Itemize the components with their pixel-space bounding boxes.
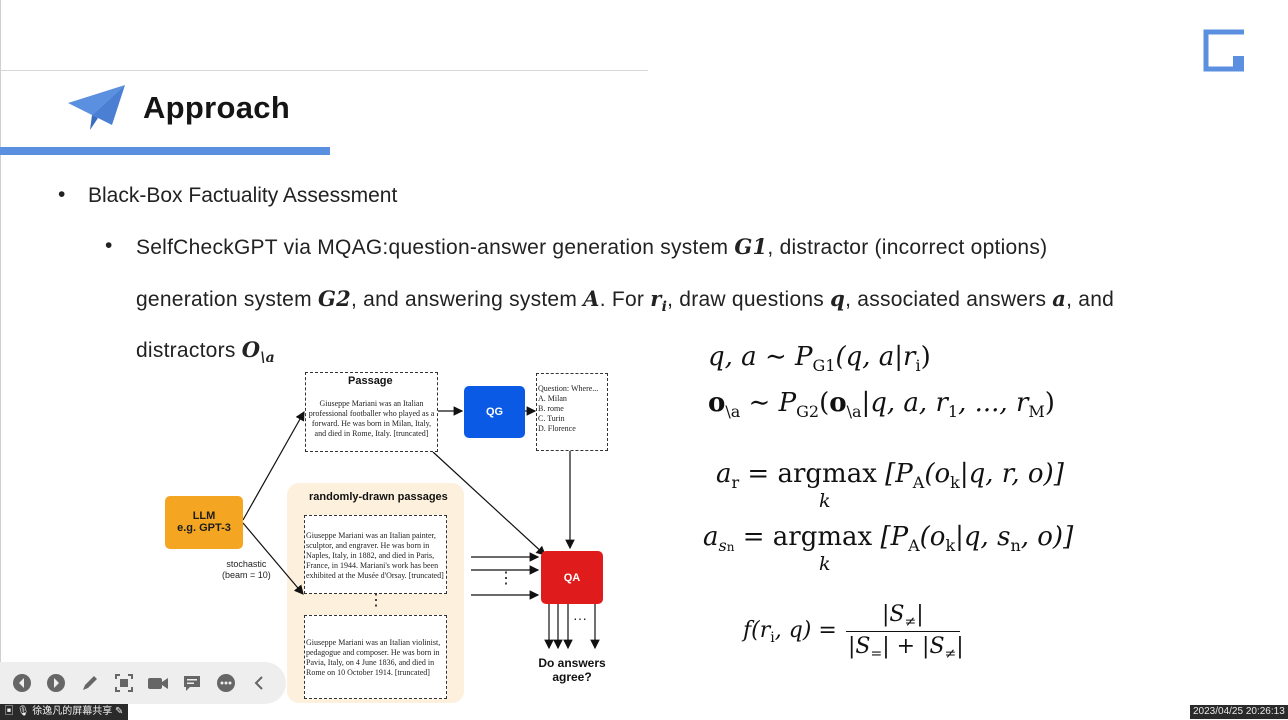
sample-passage-2: Giuseppe Mariani was an Italian violinis… — [304, 615, 447, 699]
equation-score-numerator: |S≠| — [882, 602, 924, 630]
equation-answer-s: asn = argmax [PA(ok|q, sn, o)] — [703, 522, 1074, 555]
sample-passage-1: Giuseppe Mariani was an Italian painter,… — [304, 515, 447, 594]
share-owner-text: 徐逸凡的屏幕共享 — [32, 706, 113, 717]
camera-button[interactable] — [146, 671, 170, 695]
corner-logo-icon — [1203, 29, 1244, 72]
camera-icon — [148, 678, 168, 689]
next-slide-button[interactable] — [44, 671, 68, 695]
argmax-k: k — [819, 553, 831, 575]
bullet-line-1: SelfCheckGPT via MQAG:question-answer ge… — [136, 234, 1048, 259]
mic-icon: 🎙 — [16, 706, 30, 717]
screen-share-label[interactable]: ▣ 🎙 徐逸凡的屏幕共享 ✎ — [0, 704, 128, 720]
pen-button[interactable] — [78, 671, 102, 695]
qg-node: QG — [464, 386, 525, 438]
argmax-k: k — [819, 490, 831, 512]
qa-node: QA — [541, 551, 603, 604]
vertical-dots: ⋮ — [498, 570, 514, 587]
prev-icon — [13, 674, 31, 692]
bullet-line-3: distractors O\a — [136, 337, 275, 366]
collapse-toolbar-button[interactable] — [248, 671, 272, 695]
title-underline-bar — [0, 147, 330, 155]
comment-icon — [184, 676, 200, 691]
arrow-llm-to-samples — [242, 522, 304, 595]
comment-button[interactable] — [180, 671, 204, 695]
header-divider — [0, 70, 648, 71]
slide-left-border — [0, 0, 1, 720]
prev-slide-button[interactable] — [10, 671, 34, 695]
horizontal-dots: ··· — [573, 610, 587, 626]
random-passages-title: randomly-drawn passages — [309, 491, 448, 503]
fraction-bar — [846, 631, 960, 632]
bullet-line-2: generation system G2, and answering syst… — [136, 286, 1115, 315]
passage-title: Passage — [348, 375, 393, 387]
play-icon — [47, 674, 65, 692]
arrow-llm-to-passage — [242, 410, 305, 521]
llm-node: LLM e.g. GPT-3 — [165, 496, 243, 549]
recording-timestamp: 2023/04/25 20:26:13 — [1190, 705, 1288, 719]
bullet-text: Black-Box Factuality Assessment — [88, 184, 398, 207]
equation-answer-r: ar = argmax [PA(ok|q, r, o)] — [716, 459, 1064, 492]
screenshot-button[interactable] — [112, 671, 136, 695]
pen-icon — [83, 676, 97, 690]
stochastic-label: stochastic (beam = 10) — [222, 559, 271, 580]
arrow-passage-to-qa — [432, 451, 546, 556]
screenshot-icon — [115, 674, 133, 692]
more-icon — [217, 674, 235, 692]
equation-score-lhs: f(ri, q) = — [743, 618, 837, 646]
slide-title: Approach — [143, 90, 291, 125]
bullet-marker: • — [105, 234, 113, 257]
equation-score-denominator: |S=| + |S≠| — [848, 634, 964, 662]
presentation-toolbar — [0, 662, 286, 704]
paper-plane-icon — [68, 85, 125, 130]
equation-qg: q, a ∼ PG1(q, a|ri) — [708, 342, 931, 375]
more-button[interactable] — [214, 671, 238, 695]
agree-label: Do answers agree? — [538, 656, 606, 684]
monitor-icon: ▣ — [4, 706, 14, 717]
equation-distractor: o\a ∼ PG2(o\a|q, a, r1, ..., rM) — [708, 388, 1055, 421]
bullet-marker: • — [58, 183, 66, 206]
edit-icon: ✎ — [115, 706, 124, 717]
collapse-icon — [254, 676, 263, 690]
vertical-dots: ⋮ — [368, 592, 384, 609]
